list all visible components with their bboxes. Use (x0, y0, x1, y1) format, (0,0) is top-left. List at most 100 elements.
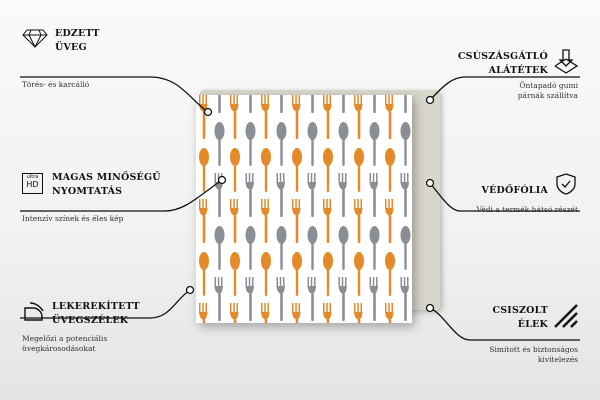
fork-shape (280, 95, 283, 113)
feature-title: VÉDŐFÓLIA (481, 185, 548, 196)
feature-desc: párnák szállítva (517, 91, 578, 100)
glass-coaster (196, 95, 412, 323)
feature-desc: kivitelezés (537, 355, 578, 364)
fork-shape (276, 173, 285, 217)
spoon-shape (385, 252, 395, 296)
spoon-shape (354, 252, 364, 296)
fork-shape (230, 95, 239, 139)
spoon-shape (214, 226, 225, 270)
fork-shape (404, 95, 407, 113)
connector-line (429, 307, 580, 341)
feature-title: CSISZOLT (492, 305, 548, 316)
fork-shape (261, 303, 270, 323)
fork-shape (199, 303, 208, 323)
spoon-shape (292, 148, 302, 192)
spoon-shape (292, 252, 302, 296)
fork-shape (342, 95, 345, 113)
shield-check-icon (556, 173, 576, 195)
spoon-shape (214, 122, 225, 166)
fork-shape (230, 199, 239, 243)
pad-arrow-icon (554, 49, 579, 74)
feature-title: MAGAS MINŐSÉGŰ (52, 172, 161, 183)
fork-shape (354, 199, 363, 243)
fork-shape (245, 277, 254, 321)
spoon-shape (400, 226, 411, 270)
spoon-shape (307, 226, 318, 270)
spoon-shape (338, 226, 349, 270)
connector-line (20, 76, 209, 113)
feature-desc: Védi a termék hátsó részét (476, 205, 578, 214)
fork-shape (218, 95, 221, 113)
spoon-shape (400, 122, 411, 166)
fork-shape (292, 199, 301, 243)
spoon-shape (276, 122, 287, 166)
connector-line (20, 179, 223, 212)
fork-shape (373, 95, 376, 113)
fork-shape (400, 173, 409, 217)
fork-shape (323, 95, 332, 139)
fork-shape (338, 173, 347, 217)
diamond-icon (22, 29, 48, 48)
feature-desc: Simított és biztonságos (489, 345, 578, 354)
feature-desc: Öntapadó gumi (519, 81, 578, 90)
connector-line (20, 289, 191, 319)
spoon-shape (323, 148, 333, 192)
spoon-shape (385, 148, 395, 192)
spoon-shape (354, 148, 364, 192)
connector-line (429, 182, 580, 212)
fork-shape (307, 277, 316, 321)
spoon-shape (230, 148, 240, 192)
feature-title: ÉLEK (517, 319, 548, 330)
fork-shape (311, 95, 314, 113)
spoon-shape (245, 122, 256, 166)
cutlery-pattern (199, 95, 411, 323)
spoon-shape (369, 122, 380, 166)
fork-shape (385, 199, 394, 243)
spoon-shape (307, 122, 318, 166)
feature-desc: Megelőzi a potenciális (22, 334, 108, 343)
fork-shape (385, 303, 394, 323)
fork-shape (199, 199, 208, 243)
rounded-corner-icon (24, 302, 44, 321)
feature-title: CSÚSZÁSGÁTLÓ (457, 51, 548, 62)
feature-title: ALÁTÉTEK (488, 65, 548, 76)
spoon-shape (261, 148, 271, 192)
fork-shape (307, 173, 316, 217)
fork-shape (261, 95, 270, 139)
fork-shape (369, 277, 378, 321)
fork-shape (261, 199, 270, 243)
fork-shape (323, 303, 332, 323)
spoon-shape (245, 226, 256, 270)
spoon-shape (338, 122, 349, 166)
feature-title: ÜVEG (55, 42, 87, 53)
feature-desc: Intenzív színek és éles kép (22, 214, 124, 223)
feature-title: EDZETT (55, 28, 100, 39)
feature-title: LEKEREKÍTETT (52, 301, 140, 312)
fork-shape (276, 277, 285, 321)
feature-title: NYOMTATÁS (52, 186, 123, 197)
fork-shape (292, 95, 301, 139)
fork-shape (245, 173, 254, 217)
fork-shape (323, 199, 332, 243)
feature-desc: üvegkárosodásokat (22, 344, 96, 353)
fork-shape (400, 277, 409, 321)
connector-line (429, 76, 580, 101)
fork-shape (354, 95, 363, 139)
spoon-shape (199, 252, 209, 296)
fork-shape (230, 303, 239, 323)
fork-shape (369, 173, 378, 217)
feature-desc: Törés- és karcálló (22, 80, 90, 89)
spoon-shape (323, 252, 333, 296)
spoon-shape (230, 252, 240, 296)
fork-shape (249, 95, 252, 113)
polished-edge-icon (554, 304, 578, 328)
fork-shape (214, 277, 223, 321)
fork-shape (385, 95, 394, 139)
spoon-shape (199, 148, 209, 192)
spoon-shape (276, 226, 287, 270)
spoon-shape (261, 252, 271, 296)
fork-shape (354, 303, 363, 323)
feature-title: ÜVEGSZÉLEK (52, 315, 129, 326)
